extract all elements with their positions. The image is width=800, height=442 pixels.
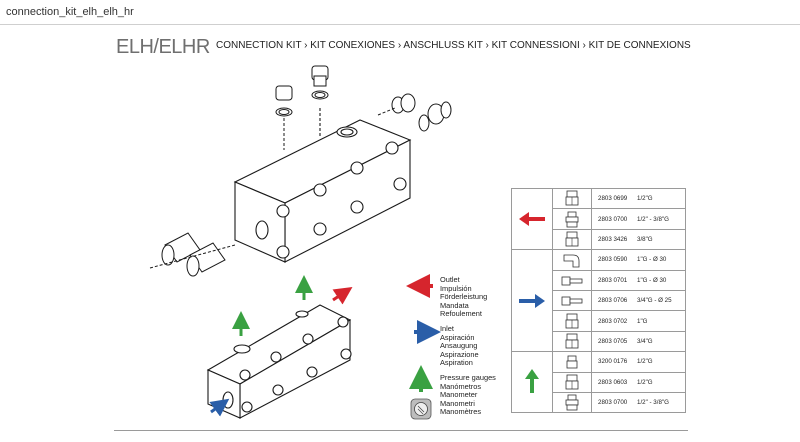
- legend-gauges: Pressure gauges Manómetros Manometer Man…: [440, 373, 496, 417]
- part-code: 2803 3426: [591, 228, 633, 251]
- fitting-cell: [552, 208, 592, 230]
- left-hose-tails: [149, 232, 236, 277]
- legend-line: Aspiration: [440, 358, 473, 368]
- legend-line: Aspirazione: [440, 349, 479, 359]
- plug-fitting-icon: [565, 313, 579, 328]
- fitting-cell: [552, 330, 592, 353]
- legend-inlet: Inlet Aspiración Ansaugung Aspirazione A…: [440, 324, 479, 368]
- fitting-cell: [552, 187, 592, 210]
- part-code: 2803 0700: [591, 208, 633, 230]
- fitting-cell: [552, 391, 592, 414]
- legend-line: Manometer: [440, 390, 478, 400]
- manometer-icon: [410, 398, 432, 420]
- page-title: CONNECTION KIT › KIT CONEXIONES › ANSCHL…: [216, 40, 691, 51]
- right-fittings: [377, 93, 452, 132]
- group-arrow-cell: [511, 187, 553, 251]
- fitting-cell: [552, 249, 592, 271]
- elbow-fitting-icon: [563, 254, 580, 268]
- part-size: 1"G - Ø 30: [633, 269, 686, 291]
- part-code: 2803 0590: [591, 249, 633, 271]
- part-size: 1/2"G: [633, 371, 686, 393]
- part-code: 2803 0699: [591, 187, 633, 210]
- brand-title: ELH/ELHR: [116, 36, 210, 58]
- fitting-cell: [552, 289, 592, 312]
- part-code: 3200 0176: [591, 351, 633, 373]
- part-code: 2803 0700: [591, 391, 633, 414]
- part-code: 2803 0603: [591, 371, 633, 393]
- part-code: 2803 0706: [591, 289, 633, 312]
- part-size: 1/2" - 3/8"G: [633, 391, 686, 414]
- fitting-cell: [552, 310, 592, 332]
- legend-line: Impulsión: [440, 283, 472, 293]
- legend-line: Aspiración: [440, 332, 475, 342]
- adapter-fitting-icon: [565, 211, 579, 227]
- plug-fitting-icon: [565, 190, 579, 206]
- legend-line: Refoulement: [440, 309, 482, 319]
- hose-tail-fitting-icon: [561, 296, 583, 306]
- part-size: 3/4"G: [633, 330, 686, 353]
- legend-line: Manomètres: [440, 407, 482, 417]
- legend-line: Manómetros: [440, 381, 482, 391]
- legend-line: Mandata: [440, 300, 469, 310]
- file-name: connection_kit_elh_elh_hr: [6, 6, 134, 18]
- legend-line: Inlet: [440, 324, 454, 333]
- part-code: 2803 0702: [591, 310, 633, 332]
- part-size: 1"G - Ø 30: [633, 249, 686, 271]
- hose-tail-fitting-icon: [561, 276, 583, 286]
- outlet-arrow: [332, 287, 353, 305]
- legend-line: Manometri: [440, 398, 475, 408]
- legend-line: Pressure gauges: [440, 373, 496, 382]
- plug-fitting-icon: [565, 374, 579, 390]
- right-arrow-icon: [519, 293, 545, 308]
- fitting-cell: [552, 269, 592, 291]
- small-manifold: [206, 304, 352, 419]
- inlet-arrow: [209, 398, 230, 417]
- fitting-cell: [552, 371, 592, 393]
- plug-fitting-icon: [565, 333, 579, 349]
- left-arrow-icon: [519, 212, 545, 227]
- adapter-fitting-icon: [565, 394, 579, 411]
- part-code: 2803 0705: [591, 330, 633, 353]
- bottom-divider: [114, 430, 688, 431]
- up-arrow-icon: [525, 369, 539, 394]
- fitting-cell: [552, 351, 592, 373]
- plug-small-fitting-icon: [566, 355, 578, 369]
- group-arrow-cell: [511, 249, 553, 353]
- legend-line: Outlet: [440, 275, 460, 284]
- part-size: 1/2"G: [633, 187, 686, 210]
- part-size: 1/2"G: [633, 351, 686, 373]
- part-size: 1"G: [633, 310, 686, 332]
- top-divider: [0, 24, 800, 25]
- group-arrow-cell: [511, 351, 553, 414]
- part-size: 1/2" - 3/8"G: [633, 208, 686, 230]
- legend-line: Ansaugung: [440, 341, 478, 351]
- part-size: 3/4"G - Ø 25: [633, 289, 686, 312]
- large-manifold: [233, 108, 412, 263]
- fitting-cell: [552, 228, 592, 251]
- plug-fitting-icon: [565, 231, 579, 247]
- part-size: 3/8"G: [633, 228, 686, 251]
- legend-line: Förderleistung: [440, 292, 488, 302]
- legend-outlet: Outlet Impulsión Förderleistung Mandata …: [440, 275, 488, 319]
- top-fittings: [275, 65, 329, 150]
- part-code: 2803 0701: [591, 269, 633, 291]
